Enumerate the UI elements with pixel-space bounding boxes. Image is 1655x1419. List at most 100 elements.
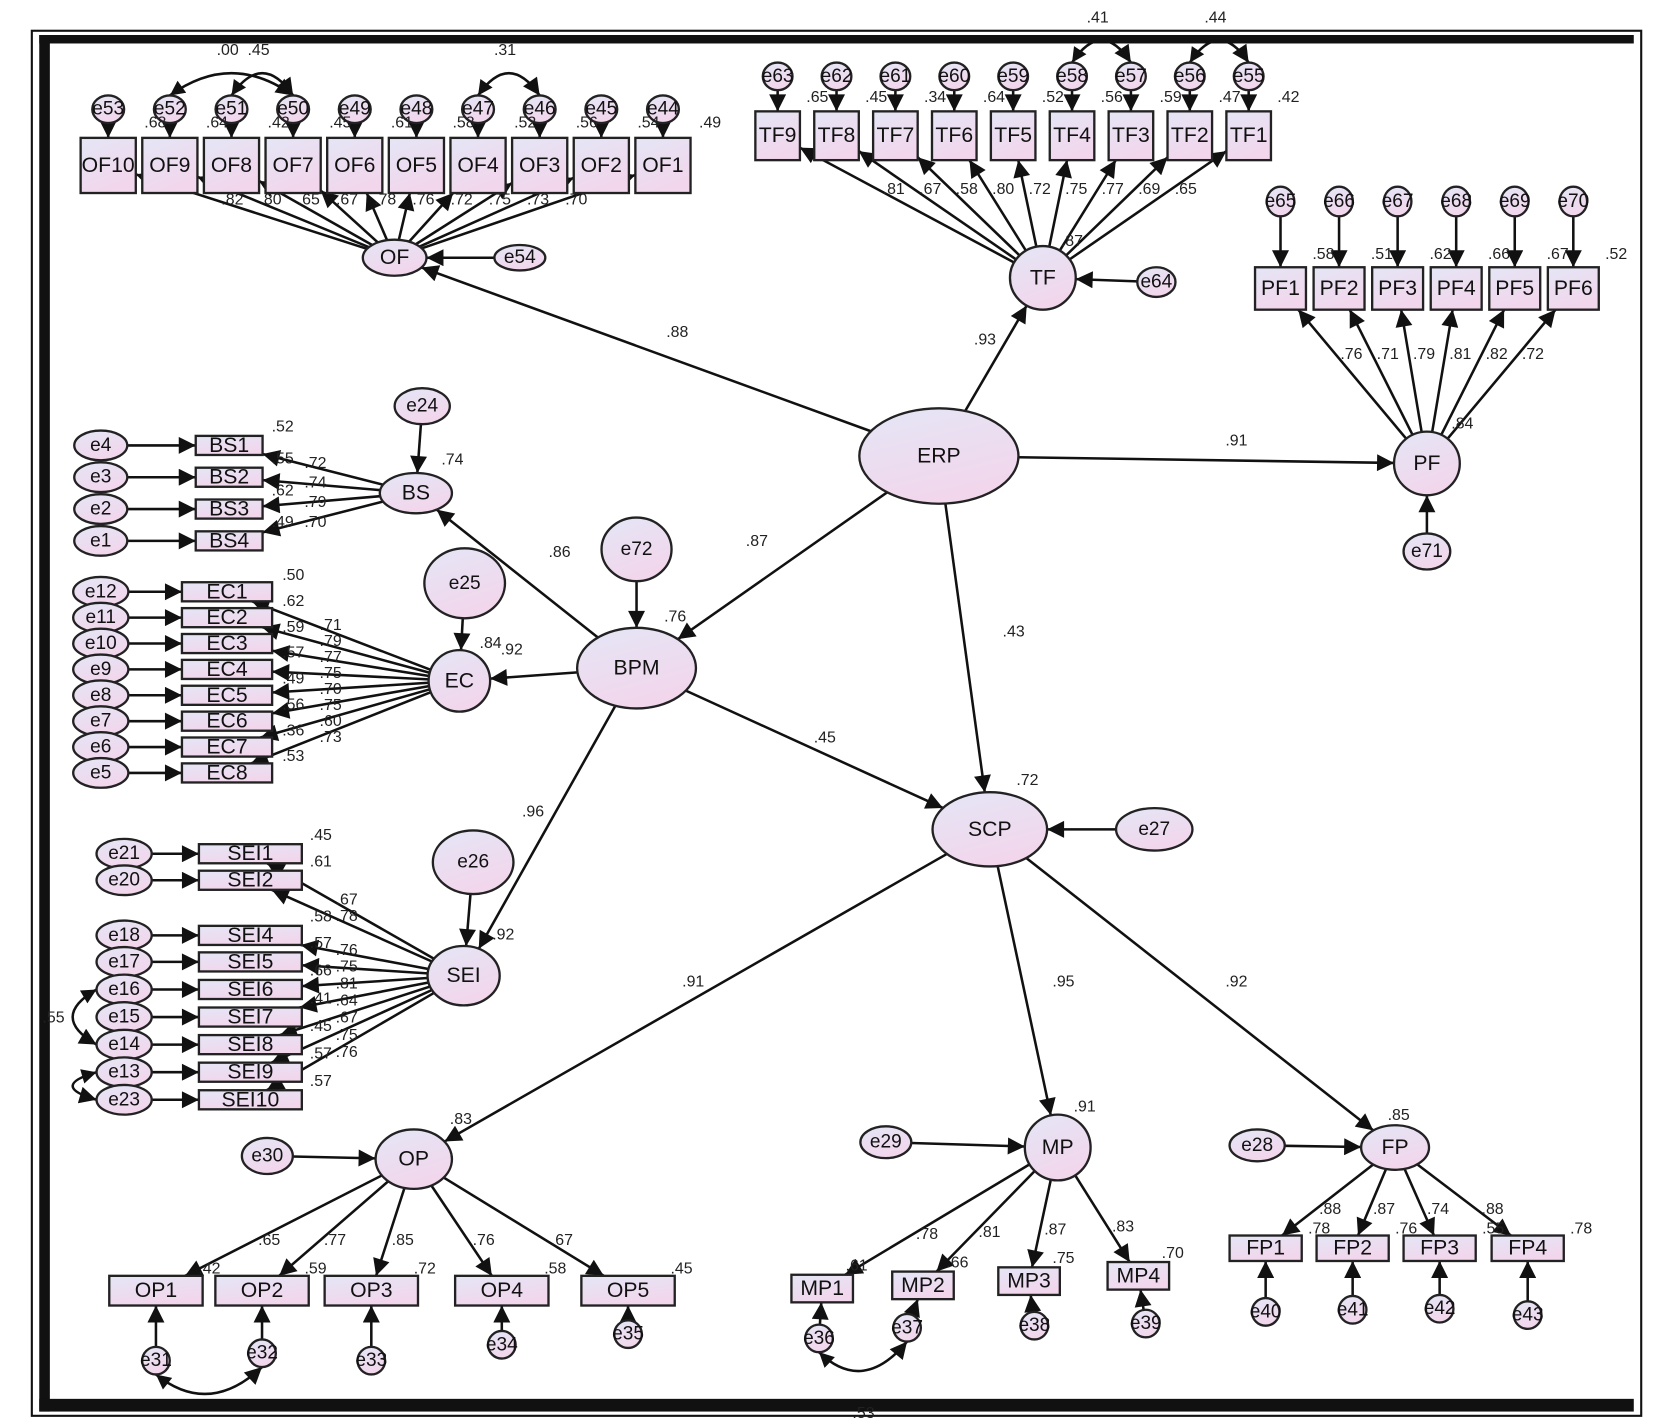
error-e58[interactable]: e58 xyxy=(1056,61,1089,92)
indicator-of4[interactable]: OF4 xyxy=(449,136,507,195)
indicator-sei2[interactable]: SEI2 xyxy=(197,869,303,892)
indicator-mp4[interactable]: MP4 xyxy=(1106,1260,1171,1291)
error-e61[interactable]: e61 xyxy=(879,61,912,92)
indicator-tf1[interactable]: TF1 xyxy=(1225,110,1273,162)
error-e45[interactable]: e45 xyxy=(584,94,619,125)
indicator-pf2[interactable]: PF2 xyxy=(1312,266,1366,311)
indicator-of10[interactable]: OF10 xyxy=(79,136,137,195)
indicator-tf8[interactable]: TF8 xyxy=(813,110,860,162)
indicator-of6[interactable]: OF6 xyxy=(326,136,384,195)
error-e68[interactable]: e68 xyxy=(1440,185,1472,218)
error-e11[interactable]: e11 xyxy=(72,601,130,634)
error-e59[interactable]: e59 xyxy=(997,61,1030,92)
latent-tf[interactable]: TF xyxy=(1008,244,1077,311)
error-e69[interactable]: e69 xyxy=(1499,185,1531,218)
indicator-of1[interactable]: OF1 xyxy=(634,136,692,195)
indicator-fp4[interactable]: FP4 xyxy=(1490,1234,1565,1263)
disturbance-e72[interactable]: e72 xyxy=(600,516,673,583)
error-e15[interactable]: e15 xyxy=(95,1001,153,1034)
indicator-ec2[interactable]: EC2 xyxy=(180,606,274,629)
error-e44[interactable]: e44 xyxy=(645,94,681,125)
error-e70[interactable]: e70 xyxy=(1557,185,1589,218)
indicator-bs2[interactable]: BS2 xyxy=(194,466,264,489)
disturbance-e71[interactable]: e71 xyxy=(1402,532,1452,571)
error-e55[interactable]: e55 xyxy=(1232,61,1265,92)
error-e3[interactable]: e3 xyxy=(73,461,129,494)
error-e20[interactable]: e20 xyxy=(95,864,153,897)
error-e40[interactable]: e40 xyxy=(1250,1296,1282,1327)
error-e67[interactable]: e67 xyxy=(1382,185,1414,218)
indicator-tf5[interactable]: TF5 xyxy=(989,110,1037,162)
indicator-ec8[interactable]: EC8 xyxy=(180,761,274,784)
indicator-ec7[interactable]: EC7 xyxy=(180,736,274,759)
error-e43[interactable]: e43 xyxy=(1512,1300,1544,1331)
indicator-of9[interactable]: OF9 xyxy=(141,136,199,195)
latent-ec[interactable]: EC xyxy=(427,648,492,713)
indicator-sei10[interactable]: SEI10 xyxy=(197,1088,303,1111)
indicator-ec3[interactable]: EC3 xyxy=(180,632,274,655)
indicator-bs4[interactable]: BS4 xyxy=(194,529,264,552)
error-e47[interactable]: e47 xyxy=(460,94,496,125)
indicator-bs3[interactable]: BS3 xyxy=(194,498,264,521)
indicator-tf3[interactable]: TF3 xyxy=(1107,110,1155,162)
latent-bs[interactable]: BS xyxy=(378,471,454,515)
indicator-tf4[interactable]: TF4 xyxy=(1048,110,1096,162)
error-e36[interactable]: e36 xyxy=(803,1323,835,1354)
indicator-ec5[interactable]: EC5 xyxy=(180,684,274,707)
error-e48[interactable]: e48 xyxy=(399,94,434,125)
error-e56[interactable]: e56 xyxy=(1173,61,1206,92)
indicator-op2[interactable]: OP2 xyxy=(214,1274,310,1307)
error-e53[interactable]: e53 xyxy=(91,94,126,125)
indicator-of8[interactable]: OF8 xyxy=(202,136,261,195)
disturbance-e28[interactable]: e28 xyxy=(1228,1128,1286,1163)
indicator-op5[interactable]: OP5 xyxy=(580,1274,676,1307)
disturbance-e64[interactable]: e64 xyxy=(1136,266,1177,299)
indicator-pf5[interactable]: PF5 xyxy=(1488,266,1542,311)
latent-pf[interactable]: PF xyxy=(1392,430,1461,497)
error-e37[interactable]: e37 xyxy=(891,1312,923,1343)
indicator-sei8[interactable]: SEI8 xyxy=(197,1033,303,1056)
disturbance-e27[interactable]: e27 xyxy=(1114,806,1194,852)
error-e32[interactable]: e32 xyxy=(246,1338,278,1369)
error-e35[interactable]: e35 xyxy=(612,1319,644,1350)
indicator-pf1[interactable]: PF1 xyxy=(1253,266,1308,311)
error-e60[interactable]: e60 xyxy=(938,61,971,92)
error-e50[interactable]: e50 xyxy=(276,94,311,125)
indicator-tf6[interactable]: TF6 xyxy=(930,110,978,162)
error-e17[interactable]: e17 xyxy=(95,945,153,978)
indicator-sei6[interactable]: SEI6 xyxy=(197,978,303,1001)
latent-op[interactable]: OP xyxy=(374,1128,454,1191)
latent-erp[interactable]: ERP xyxy=(858,407,1020,505)
indicator-op4[interactable]: OP4 xyxy=(453,1274,550,1307)
error-e18[interactable]: e18 xyxy=(95,919,153,952)
error-e57[interactable]: e57 xyxy=(1114,61,1147,92)
error-e63[interactable]: e63 xyxy=(761,61,794,92)
error-e23[interactable]: e23 xyxy=(95,1083,153,1116)
error-e51[interactable]: e51 xyxy=(214,94,249,125)
indicator-of3[interactable]: OF3 xyxy=(510,136,569,195)
indicator-op1[interactable]: OP1 xyxy=(108,1274,204,1307)
indicator-pf4[interactable]: PF4 xyxy=(1429,266,1483,311)
error-e21[interactable]: e21 xyxy=(95,837,153,870)
indicator-of5[interactable]: OF5 xyxy=(387,136,446,195)
indicator-sei1[interactable]: SEI1 xyxy=(197,842,303,865)
error-e42[interactable]: e42 xyxy=(1424,1293,1456,1324)
indicator-fp1[interactable]: FP1 xyxy=(1228,1234,1303,1263)
indicator-fp3[interactable]: FP3 xyxy=(1402,1234,1477,1263)
indicator-sei9[interactable]: SEI9 xyxy=(197,1061,303,1084)
indicator-tf7[interactable]: TF7 xyxy=(871,110,919,162)
disturbance-e26[interactable]: e26 xyxy=(431,829,515,896)
error-e66[interactable]: e66 xyxy=(1323,185,1355,218)
indicator-ec1[interactable]: EC1 xyxy=(180,580,274,603)
error-e46[interactable]: e46 xyxy=(522,94,557,125)
error-e13[interactable]: e13 xyxy=(95,1056,153,1089)
disturbance-e30[interactable]: e30 xyxy=(240,1136,294,1176)
disturbance-e29[interactable]: e29 xyxy=(859,1125,913,1160)
error-e65[interactable]: e65 xyxy=(1265,185,1297,218)
error-e4[interactable]: e4 xyxy=(73,429,129,462)
indicator-sei7[interactable]: SEI7 xyxy=(197,1006,303,1029)
error-e1[interactable]: e1 xyxy=(73,524,129,557)
latent-sei[interactable]: SEI xyxy=(426,944,501,1007)
indicator-pf6[interactable]: PF6 xyxy=(1546,266,1600,311)
indicator-sei5[interactable]: SEI5 xyxy=(197,950,303,973)
